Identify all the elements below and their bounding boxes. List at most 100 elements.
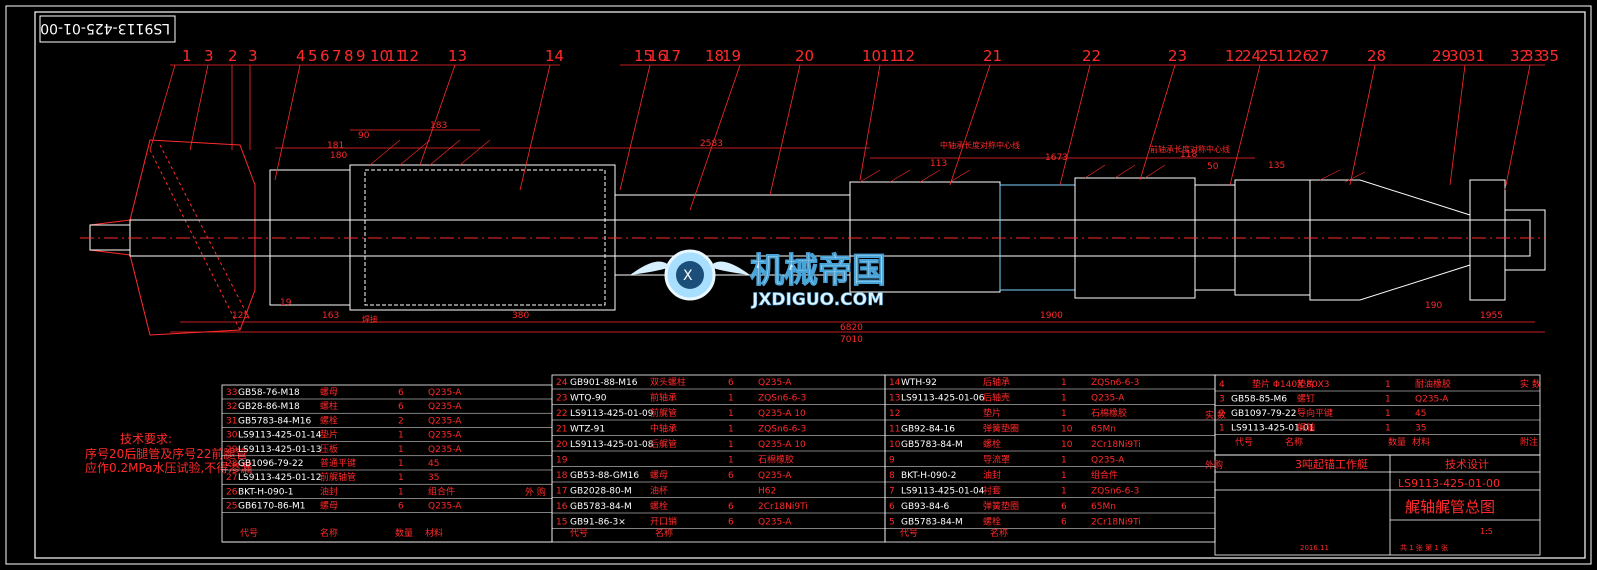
bom-cell-mat: ZQSn6-6-3 — [758, 425, 806, 435]
balloon: 10 — [862, 47, 881, 65]
svg-text:2583: 2583 — [700, 139, 723, 149]
bom-cell-qty: 10 — [1061, 425, 1073, 435]
bom-cell-no: 30 — [226, 431, 238, 441]
bom-cell-no: 10 — [889, 440, 901, 450]
balloon: 11 — [880, 47, 899, 65]
bom-cell-mat: Q235-A — [428, 388, 462, 398]
balloon: 29 — [1432, 47, 1451, 65]
balloon: 2 — [228, 47, 238, 65]
bom-cell-mat: ZQSn6-6-3 — [1091, 487, 1139, 497]
bom-cell-qty: 1 — [398, 459, 404, 469]
design-stage: 技术设计 — [1445, 458, 1489, 471]
svg-text:序号20后腿管及序号22前腿管: 序号20后腿管及序号22前腿管 — [85, 446, 248, 461]
watermark-cn: 机械帝国 — [750, 251, 886, 291]
bom-cell-mat: 耐油橡胶 — [1415, 378, 1451, 390]
watermark: X 机械帝国 JXDIGUO.COM — [630, 249, 887, 310]
bom-cell-name: 油封 — [983, 469, 1001, 481]
bom-cell-mat: 组合件 — [1091, 469, 1118, 481]
bom-cell-code: BKT-H-090-1 — [238, 487, 293, 497]
watermark-en: JXDIGUO.COM — [751, 290, 884, 310]
bom-cell-no: 28 — [226, 459, 238, 469]
bom-cell-mat: 组合件 — [428, 485, 455, 497]
bom-cell-code: GB5783-84-M — [570, 502, 632, 512]
bom-cell-no: 6 — [889, 502, 895, 512]
bom-cell-code: LS9113-425-01-04 — [901, 487, 985, 497]
dimensions: 183 90 181 180 2583 1673 113 118 50 135 … — [232, 121, 1503, 345]
balloon: 26 — [1293, 47, 1312, 65]
drawing-number: LS9113-425-01-00 — [1398, 477, 1500, 490]
bom-cell-mat: 石棉橡胶 — [758, 454, 794, 466]
bom-cell-no: 23 — [556, 394, 567, 404]
balloon-numbers: 1 3 2 3 4 5 6 7 8 9 10 11 13 14 15 16 17… — [182, 47, 1559, 65]
bom-cell-name: 螺母 — [650, 470, 668, 481]
bom-cell-name: 垫片 — [983, 407, 1001, 419]
bom-cell-code: GB28-86-M18 — [238, 402, 300, 412]
bom-cell-name: 中轴承 — [650, 423, 677, 435]
bom-cell-qty: 1 — [1385, 380, 1391, 390]
bom-cell-name: 螺栓 — [983, 438, 1001, 450]
bom-cell-qty: 6 — [728, 471, 734, 481]
bom-cell-mat: Q235-A — [428, 502, 462, 512]
balloon: 3 — [204, 47, 214, 65]
balloon: 30 — [1449, 47, 1468, 65]
bom-cell-mat: Q235-A — [428, 431, 462, 441]
bom-cell-name: 艉轴 — [1297, 422, 1315, 434]
svg-text:7010: 7010 — [840, 335, 863, 345]
bom-cell-name: 油杯 — [650, 485, 668, 497]
bom-cell-mat: Q235-A 10 — [758, 440, 806, 450]
bom-cell-mat: Q235-A — [1415, 395, 1449, 405]
bom-cell-name: 螺栓 — [320, 414, 338, 426]
svg-text:90: 90 — [358, 131, 370, 141]
svg-text:190: 190 — [1425, 301, 1442, 311]
bom-cell-no: 4 — [1219, 380, 1225, 390]
bom-cell-code: GB5783-84-M — [901, 518, 963, 528]
svg-text:380: 380 — [512, 311, 529, 321]
svg-text:118: 118 — [1180, 150, 1197, 160]
svg-text:135: 135 — [1268, 161, 1285, 171]
bom-cell-mat: Q235-A — [428, 416, 462, 426]
svg-text:数量: 数量 — [395, 527, 413, 539]
svg-text:材料: 材料 — [1412, 436, 1430, 448]
bom-cell-name: 导向平键 — [1297, 407, 1333, 419]
balloon: 17 — [662, 47, 681, 65]
bom-cell-code: GB92-84-16 — [901, 425, 955, 435]
bom-cell-name: 螺栓 — [983, 516, 1001, 528]
bom-cell-name: 双头螺柱 — [650, 376, 686, 388]
bom-cell-no: 32 — [226, 402, 237, 412]
svg-text:1955: 1955 — [1480, 311, 1503, 321]
bom-cell-qty: 6 — [728, 518, 734, 528]
balloon: 33 — [1524, 47, 1543, 65]
svg-text:50: 50 — [1207, 162, 1219, 172]
svg-text:前轴承长度对称中心线: 前轴承长度对称中心线 — [1150, 144, 1230, 154]
svg-text:181: 181 — [327, 141, 344, 151]
bom-cell-no: 8 — [889, 471, 895, 481]
inner-border — [34, 11, 1586, 559]
bom-cell-name: 前艉轴管 — [320, 471, 356, 483]
svg-text:180: 180 — [330, 151, 347, 161]
title-block: 3吨起锚工作艇 技术设计 LS9113-425-01-00 艉轴艉管总图 1:5… — [1295, 457, 1500, 552]
bom-cell-mat: Q235-A — [428, 402, 462, 412]
balloon: 25 — [1259, 47, 1278, 65]
bom-cell-name: 弹簧垫圈 — [983, 500, 1019, 512]
bom-cell-qty: 1 — [728, 394, 734, 404]
bom-cell-qty: 1 — [398, 431, 404, 441]
bom-cell-name: 螺母 — [320, 387, 338, 398]
bom-cell-mat: ZQSn6-6-3 — [1091, 378, 1139, 388]
balloon: 5 — [308, 47, 318, 65]
bom-cell-name: 螺母 — [320, 501, 338, 512]
bom-cell-code: GB58-76-M18 — [238, 388, 300, 398]
balloon: 1 — [182, 47, 192, 65]
bom-cell-code: WTQ-90 — [570, 394, 607, 404]
bom-cell-no: 15 — [556, 518, 567, 528]
tech-requirements: 技术要求: 序号20后腿管及序号22前腿管 应作0.2MPa水压试验,不得渗漏 — [85, 432, 252, 475]
bom-cell-no: 5 — [889, 518, 895, 528]
bom-cell-qty: 6 — [1061, 502, 1067, 512]
svg-text:125: 125 — [232, 311, 249, 321]
svg-text:数量: 数量 — [1388, 436, 1406, 448]
svg-text:1673: 1673 — [1045, 153, 1068, 163]
balloon: 11 — [386, 47, 405, 65]
bom-cell-code: GB1096-79-22 — [238, 459, 303, 469]
balloon: 28 — [1367, 47, 1386, 65]
